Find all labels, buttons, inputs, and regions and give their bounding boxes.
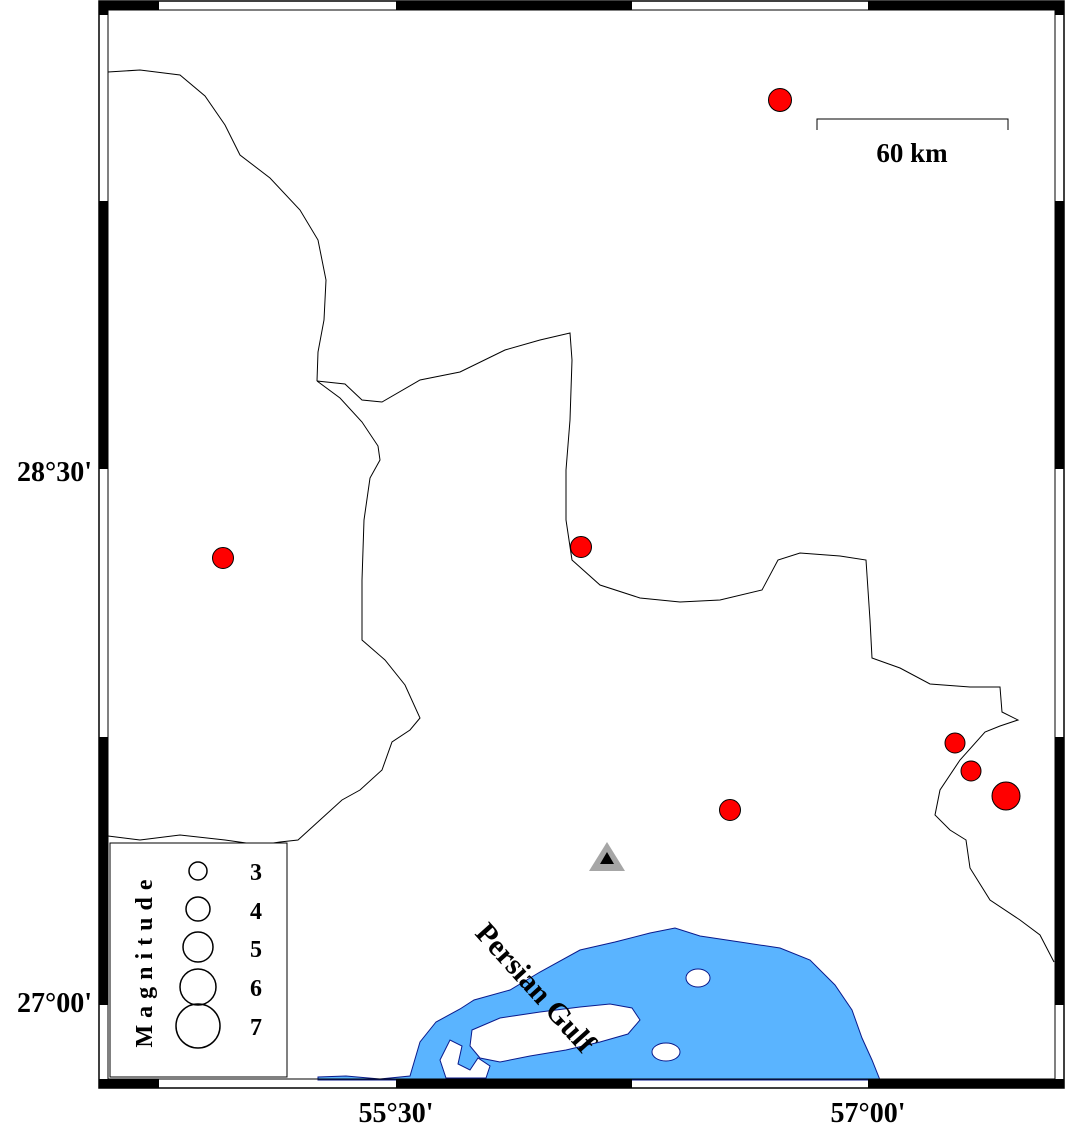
province-boundaries — [107, 69, 1055, 963]
event-circle-icon — [991, 781, 1021, 811]
lat-label-south: 27°00' — [17, 988, 92, 1019]
legend-entry: 5 — [250, 937, 262, 963]
earthquake-events — [212, 88, 1021, 821]
legend-circle-icon — [175, 1003, 221, 1049]
event-circle-icon — [570, 536, 592, 558]
legend-entry: 3 — [250, 860, 262, 886]
legend-entry: 7 — [250, 1015, 262, 1041]
event-circle-icon — [960, 760, 982, 782]
legend-circle-icon — [185, 896, 211, 922]
lon-label-east: 57°00' — [831, 1098, 906, 1127]
legend-circle-icon — [179, 968, 217, 1006]
legend-circle-icon — [182, 931, 214, 963]
legend-title: Magnitude — [132, 872, 158, 1047]
scale-bar — [816, 118, 1009, 130]
lat-label-north: 28°30' — [17, 457, 92, 488]
legend-entry: 4 — [250, 899, 262, 925]
station-triangle-icon — [589, 842, 625, 871]
event-circle-icon — [719, 799, 741, 821]
event-circle-icon — [944, 732, 966, 754]
scale-label: 60 km — [876, 138, 948, 168]
frame-ticks — [99, 1, 1064, 1088]
event-circle-icon — [212, 547, 234, 569]
event-circle-icon — [768, 88, 792, 112]
lon-label-west: 55°30' — [359, 1098, 434, 1127]
island-small-1 — [685, 968, 711, 988]
island-large — [469, 1003, 641, 1063]
legend-circle-icon — [188, 861, 208, 881]
magnitude-legend: Magnitude 3 4 5 6 7 — [109, 842, 288, 1078]
legend-box — [109, 842, 288, 1078]
persian-gulf-sea — [317, 927, 881, 1081]
island-small-2 — [651, 1042, 681, 1062]
coastal-islets — [439, 1039, 491, 1079]
legend-entry: 6 — [250, 976, 262, 1002]
